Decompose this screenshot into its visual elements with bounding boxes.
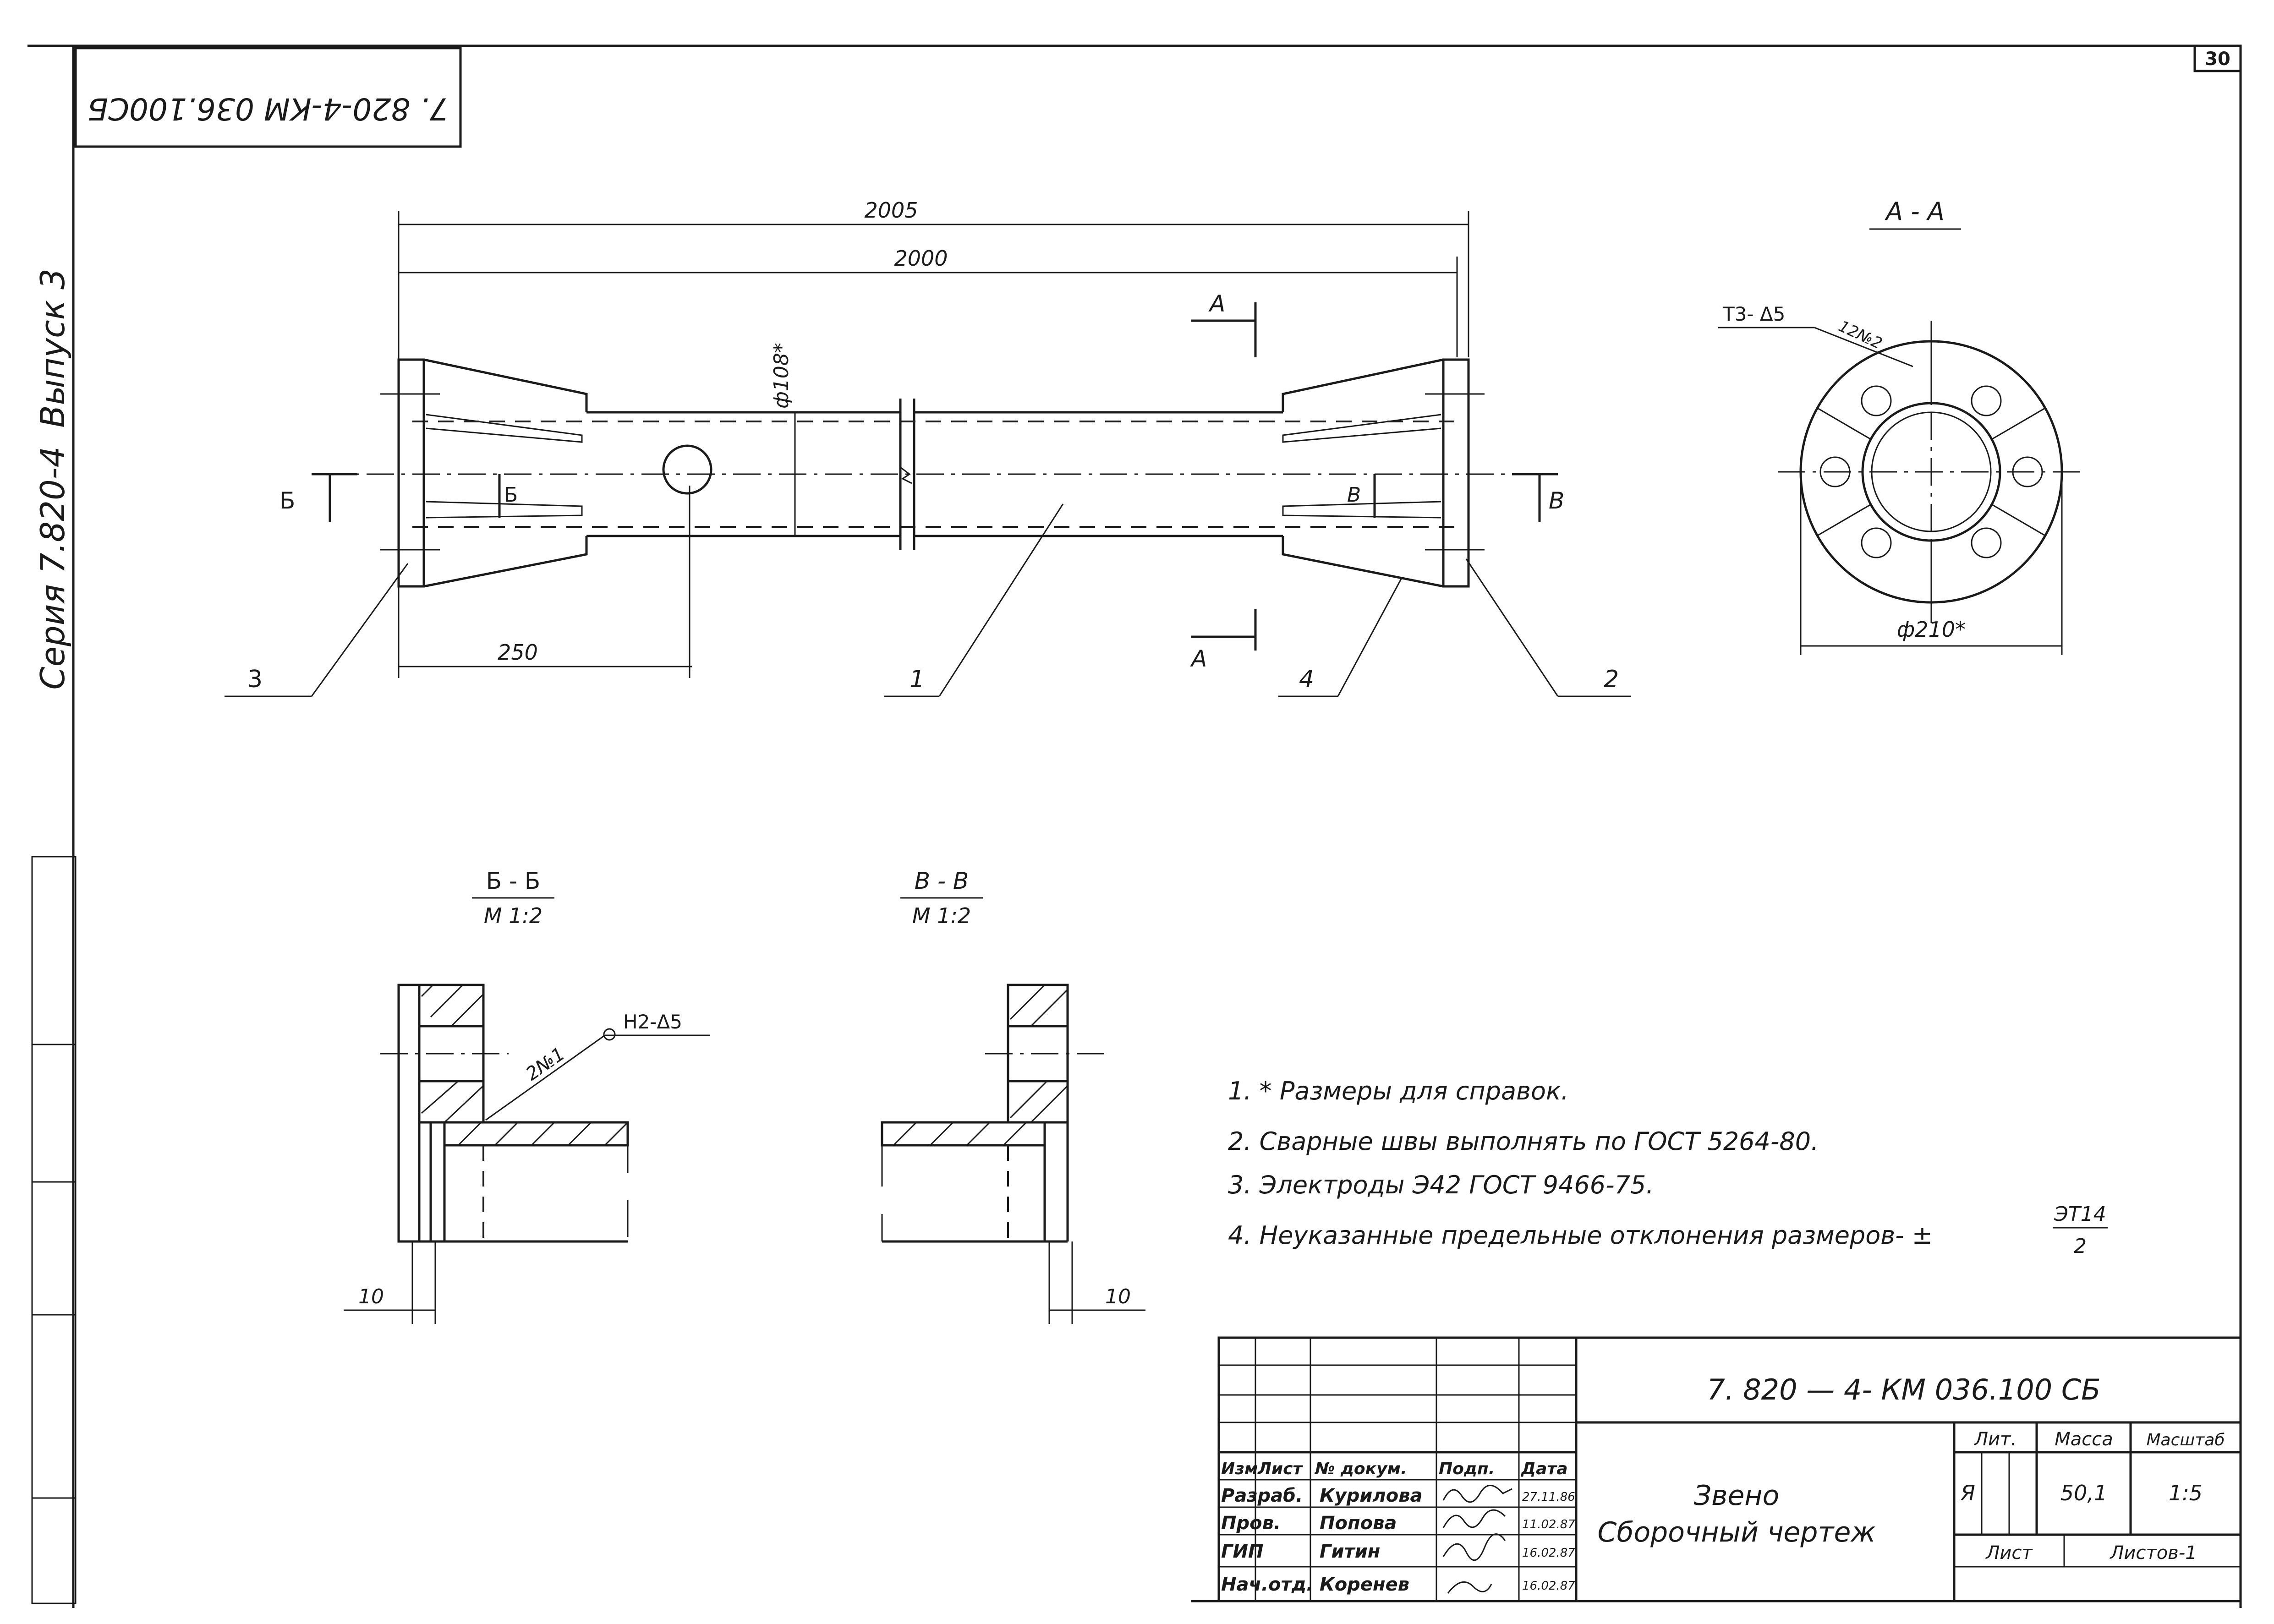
note-1: 1. * Размеры для справок. — [1228, 1077, 1569, 1105]
row-date-1: 27.11.86 — [1522, 1490, 1575, 1504]
section-b-b-scale: М 1:2 — [484, 903, 542, 928]
callout-4: 4 — [1299, 666, 1314, 693]
callout-leaders — [225, 503, 1631, 697]
sheet-number-box — [2193, 44, 2242, 72]
row-date-3: 16.02.87 — [1522, 1546, 1575, 1560]
row-name-3: Гитин — [1320, 1541, 1380, 1562]
mass-label: Масса — [2055, 1429, 2113, 1450]
mass-value: 50,1 — [2060, 1481, 2107, 1505]
section-mark-b-left: Б — [279, 487, 295, 514]
header-doc: № докум. — [1314, 1460, 1407, 1478]
note-2: 2. Сварные швы выполнять по ГОСТ 5264-80… — [1228, 1127, 1819, 1156]
section-mark-b-inner: Б — [504, 483, 518, 507]
dim-pipe-diameter: ф108* — [770, 343, 793, 409]
section-a-a-title: А - А — [1885, 197, 1945, 226]
section-mark-a-top: А — [1208, 290, 1225, 317]
note-4-fraction-num: ЭТ14 — [2054, 1203, 2106, 1226]
title-name-line1: Звено — [1694, 1480, 1780, 1512]
main-dimensions — [398, 211, 1469, 678]
side-series-text: Серия 7.820-4 — [33, 446, 72, 689]
callout-2: 2 — [1604, 666, 1619, 693]
main-view — [321, 358, 1549, 588]
dim-offset-right: 10 — [1105, 1285, 1131, 1308]
sheet-number: 30 — [2205, 49, 2230, 70]
callout-3: 3 — [247, 666, 263, 693]
weld-label-flange: Т3- Δ5 — [1722, 303, 1785, 325]
weld-label-flange-no: 12№2 — [1836, 317, 1885, 353]
left-approval-strip — [31, 856, 77, 1604]
dim-offset-left: 10 — [358, 1285, 384, 1308]
row-role-1: Разраб. — [1221, 1485, 1303, 1506]
sheet-label: Лист — [1985, 1542, 2033, 1564]
row-date-2: 11.02.87 — [1522, 1518, 1575, 1531]
scale-label: Масштаб — [2146, 1431, 2225, 1449]
dim-flange-diameter: ф210* — [1897, 617, 1966, 642]
header-sheet: Лист — [1257, 1460, 1303, 1478]
dim-overall: 2005 — [864, 198, 918, 223]
section-mark-v-right: В — [1549, 487, 1564, 514]
note-4: 4. Неуказанные предельные отклонения раз… — [1228, 1221, 1933, 1250]
row-date-4: 16.02.87 — [1522, 1579, 1575, 1593]
side-issue-text: Выпуск 3 — [33, 268, 72, 428]
header-date: Дата — [1521, 1460, 1568, 1478]
lit-label: Лит. — [1973, 1429, 2016, 1450]
section-b-b-view — [344, 984, 710, 1324]
top-stamp-box — [74, 47, 462, 148]
weld-label-pipe: Н2-Δ5 — [623, 1011, 682, 1033]
title-block-grid — [1217, 1336, 2242, 1602]
dim-length: 2000 — [894, 246, 948, 271]
scale-value: 1:5 — [2169, 1481, 2203, 1505]
section-mark-a-bottom: А — [1190, 645, 1207, 672]
row-name-2: Попова — [1320, 1513, 1397, 1534]
row-name-4: Коренев — [1320, 1574, 1409, 1595]
section-a-a-view — [1718, 321, 2085, 655]
section-cut-marks — [312, 302, 1558, 651]
section-v-v-scale: М 1:2 — [912, 903, 971, 928]
section-mark-v-inner: В — [1347, 483, 1361, 507]
row-role-4: Нач.отд. — [1221, 1574, 1313, 1595]
section-v-v-view — [881, 984, 1145, 1324]
weld-label-pipe-no: 2№1 — [522, 1043, 569, 1085]
signature-marks — [1442, 1485, 1512, 1594]
callout-1: 1 — [910, 666, 925, 693]
row-role-2: Пров. — [1221, 1513, 1281, 1534]
section-b-b-title: Б - Б — [486, 868, 540, 894]
title-designation: 7. 820 — 4- КМ 036.100 СБ — [1707, 1373, 2100, 1406]
header-sign: Подп. — [1439, 1460, 1495, 1478]
header-change: Изм — [1221, 1460, 1258, 1478]
lit-value: Я — [1960, 1481, 1975, 1505]
note-4-fraction-den: 2 — [2074, 1235, 2087, 1258]
top-stamp-text: 7. 820-4-КМ 036.100СБ — [88, 91, 449, 126]
sheets-label: Листов-1 — [2109, 1542, 2197, 1564]
title-name-line2: Сборочный чертеж — [1598, 1516, 1876, 1548]
section-v-v-title: В - В — [915, 868, 969, 894]
note-3: 3. Электроды Э42 ГОСТ 9466-75. — [1228, 1170, 1654, 1199]
row-role-3: ГИП — [1221, 1541, 1263, 1562]
row-name-1: Курилова — [1320, 1485, 1423, 1506]
dim-end-length: 250 — [498, 640, 538, 665]
